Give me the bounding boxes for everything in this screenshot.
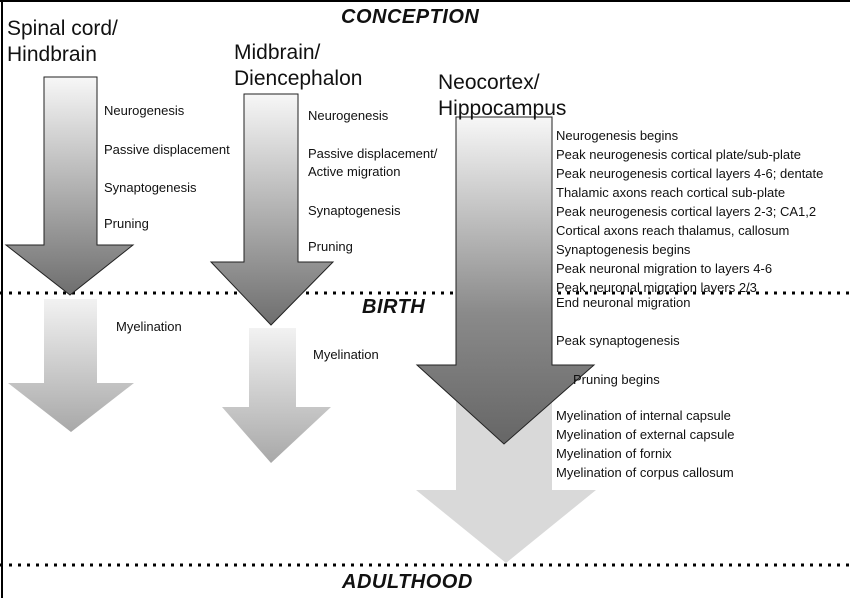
neocortex-prenatal-arrow: [415, 116, 596, 445]
neocortex-title-line1: Neocortex/: [438, 71, 540, 94]
neocortex-event: Peak neurogenesis cortical layers 4-6; d…: [556, 166, 824, 181]
neocortex-event-postnatal: End neuronal migration: [556, 295, 691, 310]
midbrain-title: Midbrain/ Diencephalon: [234, 40, 362, 92]
neocortex-event: Peak neuronal migration to layers 4-6: [556, 261, 773, 276]
neocortex-myelination-event: Myelination of internal capsule: [556, 408, 731, 423]
neocortex-title-line2: Hippocampus: [438, 97, 567, 120]
neocortex-myelination-event: Myelination of external capsule: [556, 427, 735, 442]
spinal-title-line2: Hindbrain: [7, 43, 97, 66]
spinal-event: Neurogenesis: [104, 103, 185, 118]
midbrain-prenatal-arrow: [209, 93, 335, 326]
midbrain-event: Passive displacement/: [308, 146, 438, 161]
adulthood-label: ADULTHOOD: [342, 571, 473, 593]
spinal-title: Spinal cord/ Hindbrain: [7, 16, 118, 68]
birth-label: BIRTH: [362, 296, 426, 318]
midbrain-event: Neurogenesis: [308, 108, 389, 123]
neocortex-title: Neocortex/ Hippocampus: [438, 70, 566, 122]
neocortex-event: Synaptogenesis begins: [556, 242, 691, 257]
neocortex-myelination-event: Myelination of fornix: [556, 446, 672, 461]
midbrain-title-line2: Diencephalon: [234, 67, 363, 90]
neocortex-event: Thalamic axons reach cortical sub-plate: [556, 185, 786, 200]
spinal-event: Passive displacement: [104, 142, 230, 157]
midbrain-event: Active migration: [308, 164, 401, 179]
midbrain-title-line1: Midbrain/: [234, 41, 321, 64]
neocortex-event: Cortical axons reach thalamus, callosum: [556, 223, 790, 238]
neocortex-prenatal-list: Neurogenesis begins Peak neurogenesis co…: [556, 126, 823, 297]
spinal-postnatal-arrow: [8, 299, 134, 432]
midbrain-event: Synaptogenesis: [308, 203, 401, 218]
neocortex-event: Peak neurogenesis cortical plate/sub-pla…: [556, 147, 801, 162]
midbrain-event: Pruning: [308, 239, 353, 254]
spinal-title-line1: Spinal cord/: [7, 17, 118, 40]
midbrain-postnatal-arrow: [222, 328, 331, 463]
neocortex-event: Neurogenesis begins: [556, 128, 679, 143]
conception-label: CONCEPTION: [341, 6, 480, 28]
spinal-event: Pruning: [104, 216, 149, 231]
spinal-event: Synaptogenesis: [104, 180, 197, 195]
spinal-prenatal-arrow: [4, 76, 135, 296]
neocortex-event: Peak neuronal migration layers 2/3: [556, 280, 757, 295]
neocortex-event-postnatal: Pruning begins: [573, 372, 660, 387]
neocortex-event: Peak neurogenesis cortical layers 2-3; C…: [556, 204, 817, 219]
spinal-event-postnatal: Myelination: [116, 319, 182, 334]
neocortex-myelination-list: Myelination of internal capsule Myelinat…: [556, 406, 735, 482]
neocortex-myelination-event: Myelination of corpus callosum: [556, 465, 734, 480]
neocortex-postnatal-arrow: [416, 395, 596, 563]
neocortex-event-postnatal: Peak synaptogenesis: [556, 333, 680, 348]
midbrain-event-postnatal: Myelination: [313, 347, 379, 362]
